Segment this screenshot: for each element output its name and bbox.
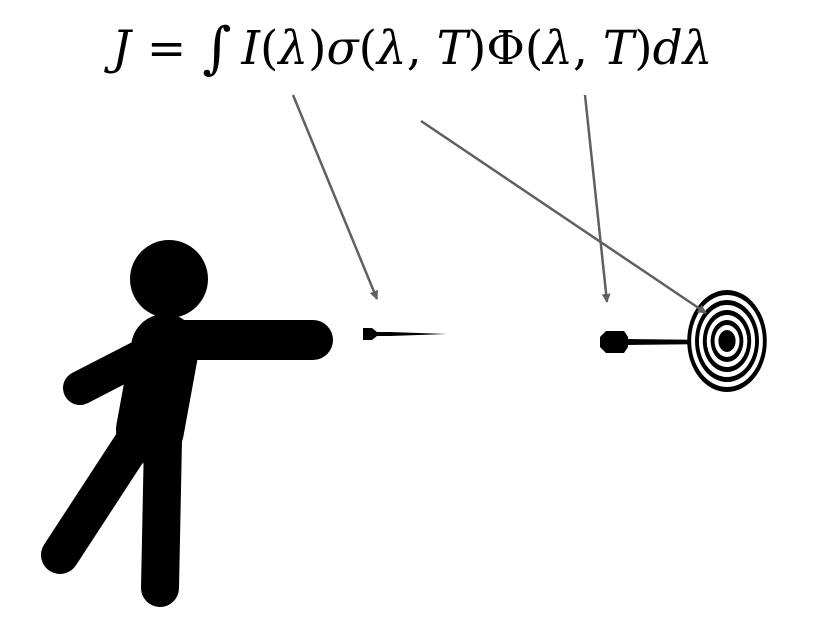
eq-paren: ) xyxy=(467,21,487,76)
eq-paren: ( xyxy=(260,21,279,76)
eq-integral: ∫ xyxy=(202,16,232,81)
eq-comma: , xyxy=(406,21,437,76)
eq-paren: ( xyxy=(358,21,377,76)
eq-paren: ( xyxy=(524,21,544,76)
eq-sigma: σ xyxy=(326,21,359,76)
eq-lambda: λ xyxy=(682,21,713,76)
eq-lambda: λ xyxy=(278,21,309,76)
eq-paren: ) xyxy=(634,21,653,76)
person-arm-back xyxy=(63,335,167,405)
eq-equals: = xyxy=(146,21,187,76)
arrow-sigma-to-target xyxy=(420,119,707,315)
eq-temperature: T xyxy=(436,21,468,76)
eq-phi: Φ xyxy=(486,21,525,76)
eq-comma: , xyxy=(573,21,603,76)
dart-in-flight xyxy=(363,328,447,340)
eq-temperature: T xyxy=(602,21,635,76)
arrow-intensity-to-dart xyxy=(291,94,379,300)
eq-j: J xyxy=(112,21,131,76)
person-head xyxy=(130,240,208,318)
person-leg-front xyxy=(141,421,182,607)
dart-icon xyxy=(600,331,628,353)
equation: J=∫I(λ)σ(λ, T)Φ(λ, T)dλ xyxy=(112,14,712,81)
eq-differential: d xyxy=(652,21,683,76)
eq-intensity: I xyxy=(241,21,260,76)
person-throwing-icon xyxy=(41,240,333,607)
person-leg-back xyxy=(41,421,154,574)
arrow-phi-to-dart xyxy=(583,94,611,303)
eq-lambda: λ xyxy=(376,21,407,76)
eq-lambda: λ xyxy=(543,21,573,76)
dart-icon xyxy=(363,328,447,340)
bullseye-target-icon xyxy=(687,290,767,392)
eq-paren: ) xyxy=(308,21,327,76)
